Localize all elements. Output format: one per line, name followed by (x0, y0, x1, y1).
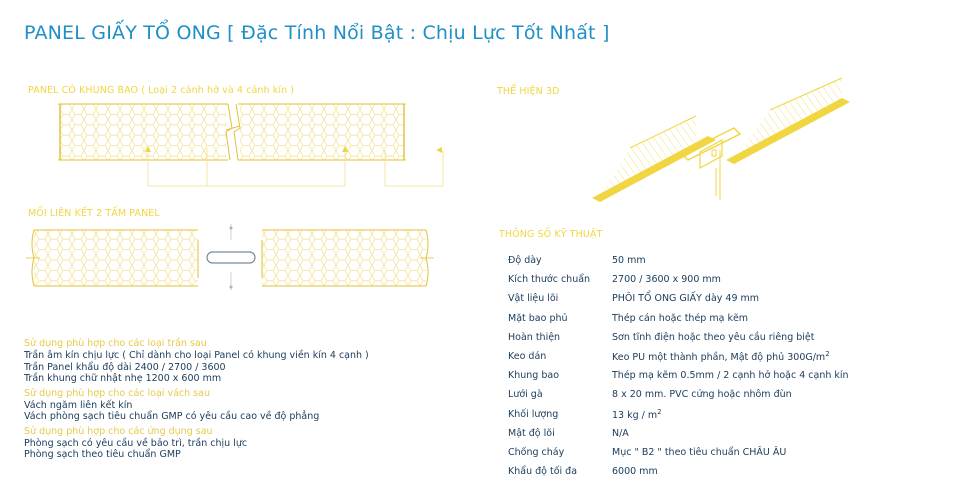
spec-value: 8 x 20 mm. PVC cứng hoặc nhôm đùn (612, 389, 792, 401)
view-3d-heading: THỂ HIỆN 3D (497, 86, 560, 97)
spec-superscript: 2 (657, 407, 662, 416)
spec-row: Lưới gà 8 x 20 mm. PVC cứng hoặc nhôm đùn (508, 385, 938, 404)
usage-line: Phòng sạch theo tiêu chuẩn GMP (24, 449, 181, 460)
spec-row: Độ dày 50 mm (508, 251, 938, 270)
spec-label: Độ dày (508, 255, 542, 267)
usage-line: Vách ngăm liên kết kín (24, 399, 133, 411)
spec-superscript: 2 (825, 349, 830, 358)
spec-label: Mật độ lõi (508, 427, 555, 439)
spec-value: Mục " B2 " theo tiêu chuẩn CHÂU ÂU (612, 446, 787, 458)
spec-row: Kích thước chuẩn 2700 / 3600 x 900 mm (508, 270, 938, 289)
frame-panel-section (58, 103, 444, 187)
spec-row: Khẩu độ tối đa 6000 mm (508, 462, 938, 481)
spec-value: 13 kg / m (612, 409, 658, 421)
joint-section (26, 224, 434, 290)
spec-row: Vật liệu lõi PHÔI TỔ ONG GIẤY dày 49 mm (508, 289, 938, 308)
spec-label: Keo dán (508, 351, 547, 363)
usage-line: Vách phòng sạch tiêu chuẩn GMP có yêu cầ… (24, 411, 320, 422)
spec-row: Hoàn thiện Sơn tĩnh điện hoặc theo yêu cầ… (508, 328, 938, 347)
spec-row: Mật độ lõi N/A (508, 424, 938, 443)
usage-line: Trần âm kín chịu lực ( Chỉ dành cho loại… (24, 350, 369, 361)
spec-table: Độ dày 50 mm Kích thước chuẩn 2700 / 3600 … (508, 251, 938, 481)
spec-label: Khẩu độ tối đa (508, 466, 578, 478)
spec-row: Keo dán Keo PU một thành phần, Mật độ phủ… (508, 347, 938, 366)
spec-value: PHÔI TỔ ONG GIẤY dày 49 mm (612, 293, 760, 305)
page-title: PANEL GIẤY TỔ ONG [ Đặc Tính Nổi Bật : C… (24, 22, 610, 44)
spec-label: Hoàn thiện (508, 331, 561, 343)
spec-value: Keo PU một thành phần, Mật độ phủ 300G/m (612, 352, 826, 364)
spec-value: 2700 / 3600 x 900 mm (612, 274, 721, 286)
usage-line: Phòng sạch có yêu cầu về bảo trì, trần c… (24, 437, 248, 449)
usage-list: Sử dụng phù hợp cho các loại trần sau Tr… (24, 338, 464, 461)
spec-value: Sơn tĩnh điện hoặc theo yêu cầu riêng bi… (612, 331, 815, 343)
spec-row: Khung bao Thép mạ kẽm 0.5mm / 2 cạnh hở h… (508, 366, 938, 385)
joint-heading: MỐI LIÊN KẾT 2 TẤM PANEL (28, 208, 160, 219)
specs-heading: THÔNG SỐ KỸ THUẬT (499, 229, 603, 240)
spec-label: Khung bao (508, 370, 560, 382)
spec-label: Mặt bao phủ (508, 312, 568, 324)
spec-value: Thép mạ kẽm 0.5mm / 2 cạnh hở hoặc 4 cạn… (612, 370, 849, 382)
usage-line: Trần Panel khẩu độ dài 2400 / 2700 / 360… (24, 361, 226, 373)
frame-panel-heading: PANEL CÓ KHUNG BAO ( Loại 2 cánh hở và 4… (28, 85, 295, 96)
usage-heading-wall: Sử dụng phù hợp cho các loại vách sau (24, 387, 210, 399)
spec-label: Khối lượng (508, 408, 559, 420)
spec-value: Thép cán hoặc thép mạ kẽm (612, 312, 749, 324)
spec-row: Mặt bao phủ Thép cán hoặc thép mạ kẽm (508, 309, 938, 328)
spec-value: 6000 mm (612, 466, 658, 478)
usage-heading-application: Sử dụng phù hợp cho các ứng dụng sau (24, 425, 213, 437)
spec-label: Chống cháy (508, 446, 565, 458)
spec-value: 50 mm (612, 255, 646, 267)
spec-label: Kích thước chuẩn (508, 274, 591, 286)
panel-3d-view (592, 77, 850, 202)
spec-row: Chống cháy Mục " B2 " theo tiêu chuẩn CHÂ… (508, 443, 938, 462)
spec-label: Vật liệu lõi (508, 293, 559, 305)
technical-drawings (26, 77, 850, 290)
usage-line: Trần khung chữ nhật nhẹ 1200 x 600 mm (24, 373, 222, 384)
spec-label: Lưới gà (508, 389, 543, 401)
spec-value: N/A (612, 427, 629, 439)
usage-heading-ceiling: Sử dụng phù hợp cho các loại trần sau (24, 338, 207, 349)
spec-row: Khối lượng 13 kg / m2 (508, 405, 938, 424)
